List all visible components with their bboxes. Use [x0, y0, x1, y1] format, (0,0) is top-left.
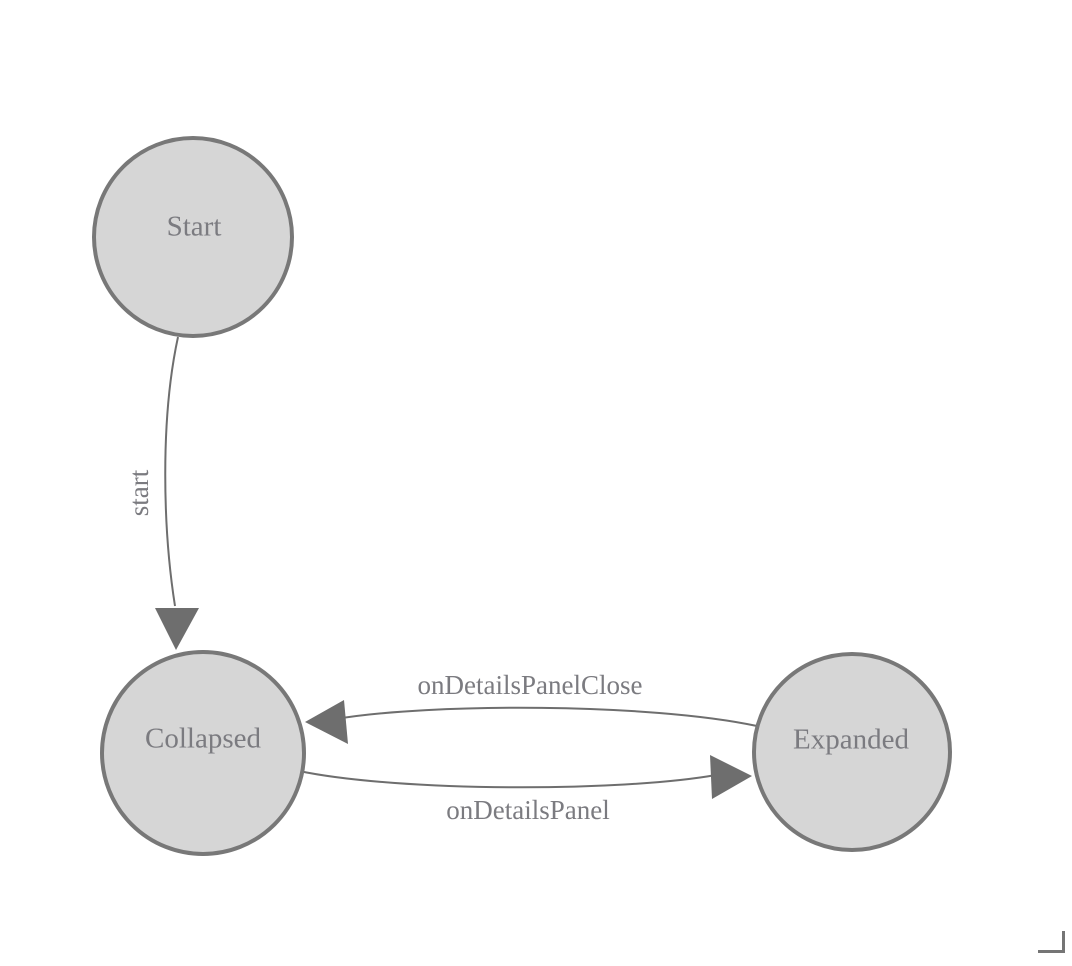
state-node-start-label: Start: [167, 211, 222, 243]
edge-expanded-to-collapsed-arrowhead: [305, 700, 348, 744]
edge-collapsed-to-expanded[interactable]: onDetailsPanel: [298, 755, 752, 825]
state-node-collapsed-circle: [100, 650, 306, 856]
edge-expanded-to-collapsed-path: [335, 706, 758, 727]
state-node-collapsed[interactable]: Collapsed: [100, 650, 306, 856]
edge-start-to-collapsed-path: [164, 336, 179, 607]
edge-expanded-to-collapsed[interactable]: onDetailsPanelClose: [305, 670, 758, 744]
canvas-corner-mark: [1038, 931, 1065, 953]
edge-start-to-collapsed[interactable]: start: [124, 336, 199, 650]
edge-label-on-details-panel: onDetailsPanel: [446, 795, 609, 825]
state-node-expanded-label: Expanded: [793, 724, 909, 756]
canvas-corner-mark-vertical: [1062, 931, 1065, 953]
edge-start-to-collapsed-arrowhead: [155, 608, 199, 650]
edge-label-start: start: [124, 469, 154, 516]
state-node-start-circle: [92, 136, 294, 338]
state-node-expanded-circle: [752, 652, 952, 852]
edge-collapsed-to-expanded-arrowhead: [710, 755, 752, 799]
state-node-start[interactable]: Start: [92, 136, 294, 338]
state-node-expanded[interactable]: Expanded: [752, 652, 952, 852]
edge-collapsed-to-expanded-path: [298, 770, 717, 789]
edge-label-on-details-panel-close: onDetailsPanelClose: [418, 670, 643, 700]
canvas-corner-mark-horizontal: [1038, 950, 1065, 953]
state-node-collapsed-label: Collapsed: [145, 723, 261, 755]
